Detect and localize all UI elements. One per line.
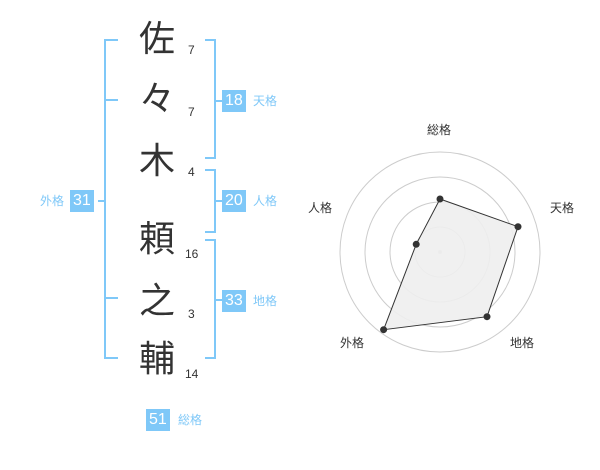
name-char-6: 輔	[138, 339, 175, 380]
radar-grid-ring	[364, 176, 516, 328]
stroke-count-1: 7	[188, 43, 195, 57]
radar-axis-label-jinkaku: 人格	[308, 201, 333, 215]
stroke-count-4: 16	[185, 247, 199, 261]
gaikaku-bracket	[104, 39, 118, 359]
stroke-count-6: 14	[185, 367, 199, 381]
radar-axis-label-chikaku: 地格	[510, 336, 535, 350]
radar-axis-label-soukaku: 総格	[427, 123, 452, 137]
stroke-count-5: 3	[188, 307, 195, 321]
soukaku-badge: 51	[146, 409, 170, 431]
radar-grid-ring	[339, 151, 541, 353]
gaikaku-label: 外格	[40, 194, 65, 208]
tenkaku-label: 天格	[253, 94, 278, 108]
tenkaku-bracket	[205, 39, 216, 159]
jinkaku-label: 人格	[253, 194, 278, 208]
radar-axis-label-gaikaku: 外格	[340, 336, 365, 350]
radar-point-1	[436, 195, 444, 203]
radar-point-3	[483, 313, 491, 321]
stroke-count-2: 7	[188, 105, 195, 119]
name-char-2: 々	[138, 79, 175, 120]
soukaku-label: 総格	[178, 413, 203, 427]
name-char-5: 之	[138, 281, 175, 322]
chikaku-badge: 33	[222, 290, 246, 312]
stroke-count-3: 4	[188, 165, 195, 179]
gaikaku-badge: 31	[70, 190, 94, 212]
radar-point-2	[514, 223, 522, 231]
radar-point-5	[412, 240, 420, 248]
chikaku-label: 地格	[253, 294, 278, 308]
radar-value-polygon	[382, 198, 519, 331]
name-char-4: 頼	[138, 219, 175, 260]
radar-axis-label-tenkaku: 天格	[550, 201, 575, 215]
name-char-1: 佐	[138, 19, 175, 60]
tenkaku-badge: 18	[222, 90, 246, 112]
radar-point-4	[380, 326, 388, 334]
name-char-3: 木	[138, 141, 175, 182]
jinkaku-badge: 20	[222, 190, 246, 212]
